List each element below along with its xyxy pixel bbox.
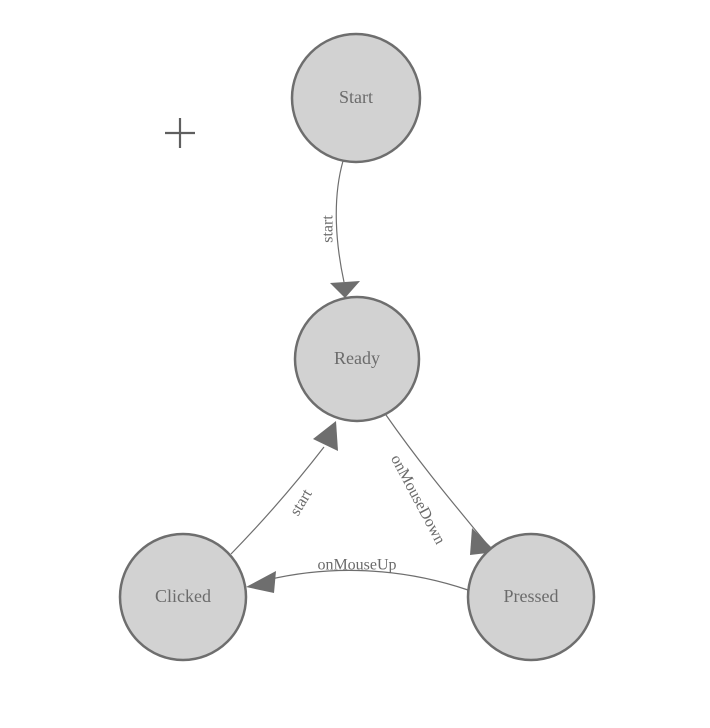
node-circle <box>118 532 248 662</box>
edge-path <box>230 446 325 555</box>
edge-start-to-ready[interactable]: start <box>320 160 360 298</box>
edge-path <box>385 414 487 544</box>
edge-label-start-to-ready: start <box>320 215 337 243</box>
arrow-head <box>246 571 276 593</box>
arrow-head <box>313 421 338 451</box>
edge-path <box>266 569 469 591</box>
node-label-start: Start <box>339 87 373 107</box>
edge-label-ready-to-pressed: onMouseDown <box>387 452 448 547</box>
node-pressed[interactable]: Pressed <box>466 532 596 662</box>
edge-pressed-to-clicked[interactable]: onMouseUp <box>246 557 469 593</box>
edge-clicked-to-ready[interactable]: start <box>230 421 338 555</box>
node-label-pressed: Pressed <box>504 586 559 606</box>
node-label-clicked: Clicked <box>155 586 211 606</box>
edge-label-pressed-to-clicked: onMouseUp <box>317 557 396 574</box>
edge-ready-to-pressed[interactable]: onMouseDown <box>385 414 496 555</box>
node-circle <box>290 32 422 164</box>
node-clicked[interactable]: Clicked <box>118 532 248 662</box>
crosshair-icon <box>165 118 195 148</box>
node-ready[interactable]: Ready <box>293 295 421 423</box>
node-circle <box>466 532 596 662</box>
node-label-ready: Ready <box>334 348 380 368</box>
node-start[interactable]: Start <box>290 32 422 164</box>
edge-label-clicked-to-ready: start <box>287 486 316 519</box>
node-circle <box>293 295 421 423</box>
arrow-head <box>330 281 360 298</box>
edge-path <box>335 160 345 283</box>
